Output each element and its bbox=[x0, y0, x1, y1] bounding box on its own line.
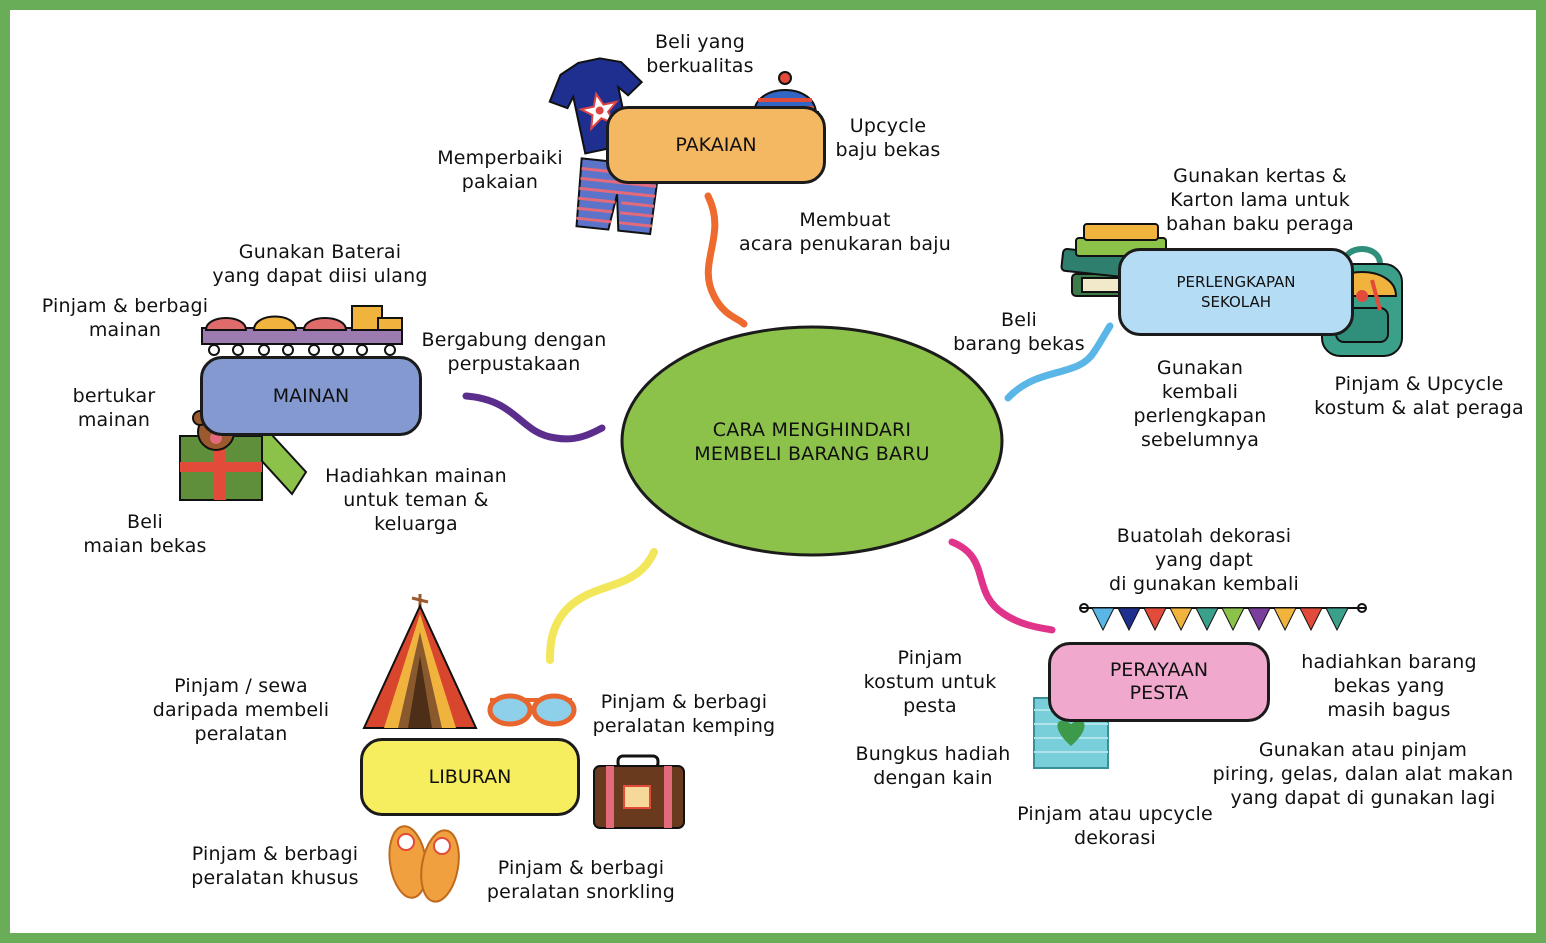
teddy-gift-box-icon bbox=[179, 410, 308, 501]
mainan-tip-3: Bergabung dengan perpustakaan bbox=[421, 329, 607, 375]
liburan-tip-3: Pinjam & berbagi peralatan khusus bbox=[191, 843, 359, 889]
perlengkapan-tip-3: Gunakan kembali perlengkapan sebelumnya bbox=[1133, 357, 1267, 451]
liburan-tip-1: Pinjam / sewa daripada membeli peralatan bbox=[152, 675, 330, 745]
perlengkapan-tip-1: Gunakan kertas & Karton lama untuk bahan… bbox=[1166, 165, 1354, 235]
mainan-tip-4: bertukar mainan bbox=[72, 385, 156, 431]
tent-icon bbox=[362, 594, 478, 729]
perayaan-tip-5: Gunakan atau pinjam piring, gelas, dalan… bbox=[1212, 739, 1514, 809]
suitcase-icon bbox=[593, 754, 685, 829]
pakaian-tip-2: Upcycle baju bekas bbox=[835, 115, 941, 161]
liburan-node: LIBURAN bbox=[360, 738, 580, 816]
toy-train-icon bbox=[201, 305, 403, 356]
perayaan-pesta-title: PERAYAAN PESTA bbox=[1109, 659, 1209, 704]
sandals-icon bbox=[388, 825, 460, 903]
perayaan-pesta-node: PERAYAAN PESTA bbox=[1048, 642, 1270, 722]
pakaian-tip-3: Memperbaiki pakaian bbox=[437, 147, 563, 193]
bunting-flags-icon bbox=[1079, 603, 1367, 632]
perayaan-tip-6: Pinjam atau upcycle dekorasi bbox=[1017, 803, 1213, 849]
center-node-shape bbox=[620, 325, 1004, 557]
mainan-tip-2: Pinjam & berbagi mainan bbox=[41, 295, 209, 341]
perlengkapan-sekolah-title: PERLENGKAPAN SEKOLAH bbox=[1176, 273, 1296, 311]
mainan-node: MAINAN bbox=[200, 356, 422, 436]
pakaian-tip-1: Beli yang berkualitas bbox=[646, 31, 754, 77]
perayaan-tip-1: Buatolah dekorasi yang dapt di gunakan k… bbox=[1109, 525, 1299, 595]
perayaan-tip-2: Pinjam kostum untuk pesta bbox=[863, 647, 997, 717]
perayaan-tip-4: Bungkus hadiah dengan kain bbox=[855, 743, 1011, 789]
liburan-tip-4: Pinjam & berbagi peralatan snorkling bbox=[486, 857, 676, 903]
liburan-tip-2: Pinjam & berbagi peralatan kemping bbox=[592, 691, 776, 737]
branch-pakaian bbox=[704, 192, 748, 328]
perlengkapan-tip-4: Pinjam & Upcycle kostum & alat peraga bbox=[1314, 373, 1524, 419]
branch-mainan bbox=[462, 392, 606, 443]
branch-perlengkapan bbox=[1004, 322, 1114, 402]
liburan-title: LIBURAN bbox=[428, 765, 512, 788]
pakaian-node: PAKAIAN bbox=[606, 106, 826, 184]
sunglasses-icon bbox=[487, 693, 577, 727]
mainan-tip-5: Hadiahkan mainan untuk teman & keluarga bbox=[325, 465, 507, 535]
perayaan-tip-3: hadiahkan barang bekas yang masih bagus bbox=[1301, 651, 1477, 721]
mainan-tip-1: Gunakan Baterai yang dapat diisi ulang bbox=[212, 241, 428, 287]
perlengkapan-tip-2: Beli barang bekas bbox=[953, 309, 1085, 355]
center-node-label: CARA MENGHINDARI MEMBELI BARANG BARU bbox=[694, 419, 930, 465]
perlengkapan-sekolah-node: PERLENGKAPAN SEKOLAH bbox=[1118, 248, 1354, 336]
pakaian-tip-4: Membuat acara penukaran baju bbox=[739, 209, 951, 255]
pakaian-title: PAKAIAN bbox=[675, 133, 757, 156]
branch-perayaan bbox=[948, 538, 1056, 634]
mainan-tip-6: Beli maian bekas bbox=[83, 511, 207, 557]
branch-liburan bbox=[546, 548, 658, 664]
mainan-title: MAINAN bbox=[272, 384, 350, 407]
